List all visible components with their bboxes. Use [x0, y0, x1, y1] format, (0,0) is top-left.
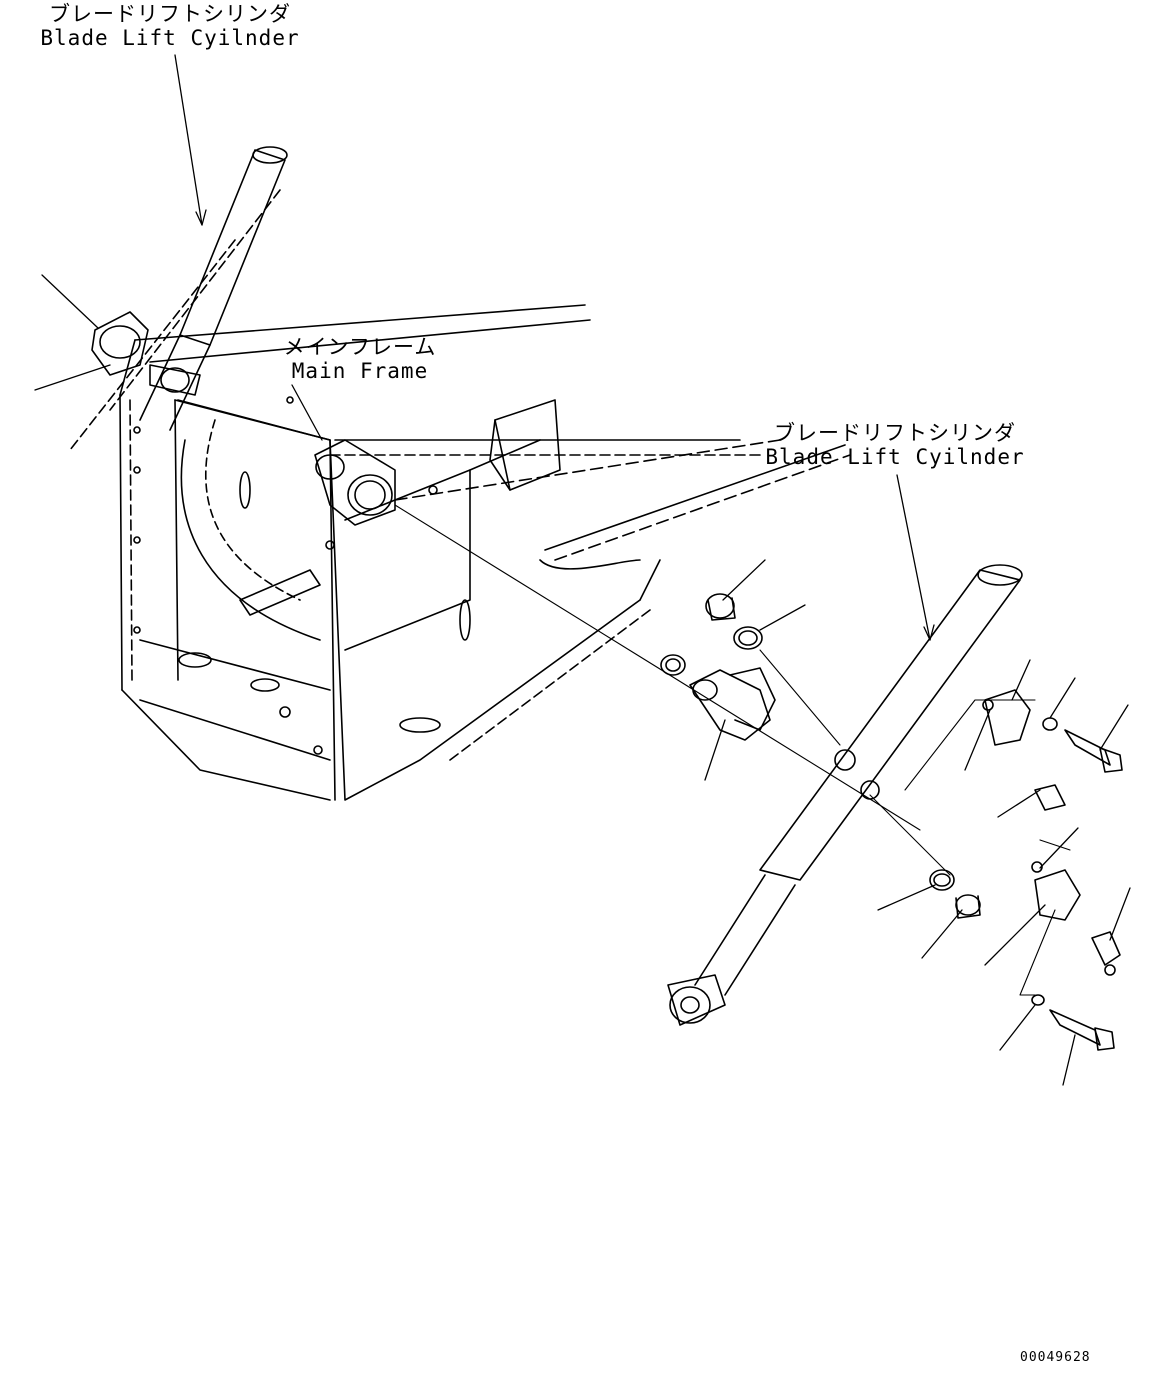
exploded-parts: [660, 593, 1123, 1051]
drawing-number: 00049628: [1020, 1350, 1091, 1365]
label-en: Blade Lift Cyilnder: [765, 445, 1025, 469]
main-frame-label: メインフレーム Main Frame: [280, 335, 440, 383]
blade-lift-cylinder-installed: [69, 146, 396, 526]
leader-lines: [34, 54, 1131, 1086]
main-frame: [119, 304, 851, 801]
blade-lift-cylinder-label-right: ブレードリフトシリンダ Blade Lift Cyilnder: [765, 421, 1025, 469]
label-jp: ブレードリフトシリンダ: [49, 2, 291, 26]
label-jp: メインフレーム: [283, 335, 437, 359]
exploded-assembly-lines: [394, 504, 1071, 996]
blade-lift-cylinder-exploded: [667, 564, 1023, 1026]
blade-lift-cylinder-label-left: ブレードリフトシリンダ Blade Lift Cyilnder: [40, 2, 300, 50]
label-jp: ブレードリフトシリンダ: [774, 421, 1016, 445]
label-en: Main Frame: [291, 359, 429, 383]
label-en: Blade Lift Cyilnder: [40, 26, 300, 50]
